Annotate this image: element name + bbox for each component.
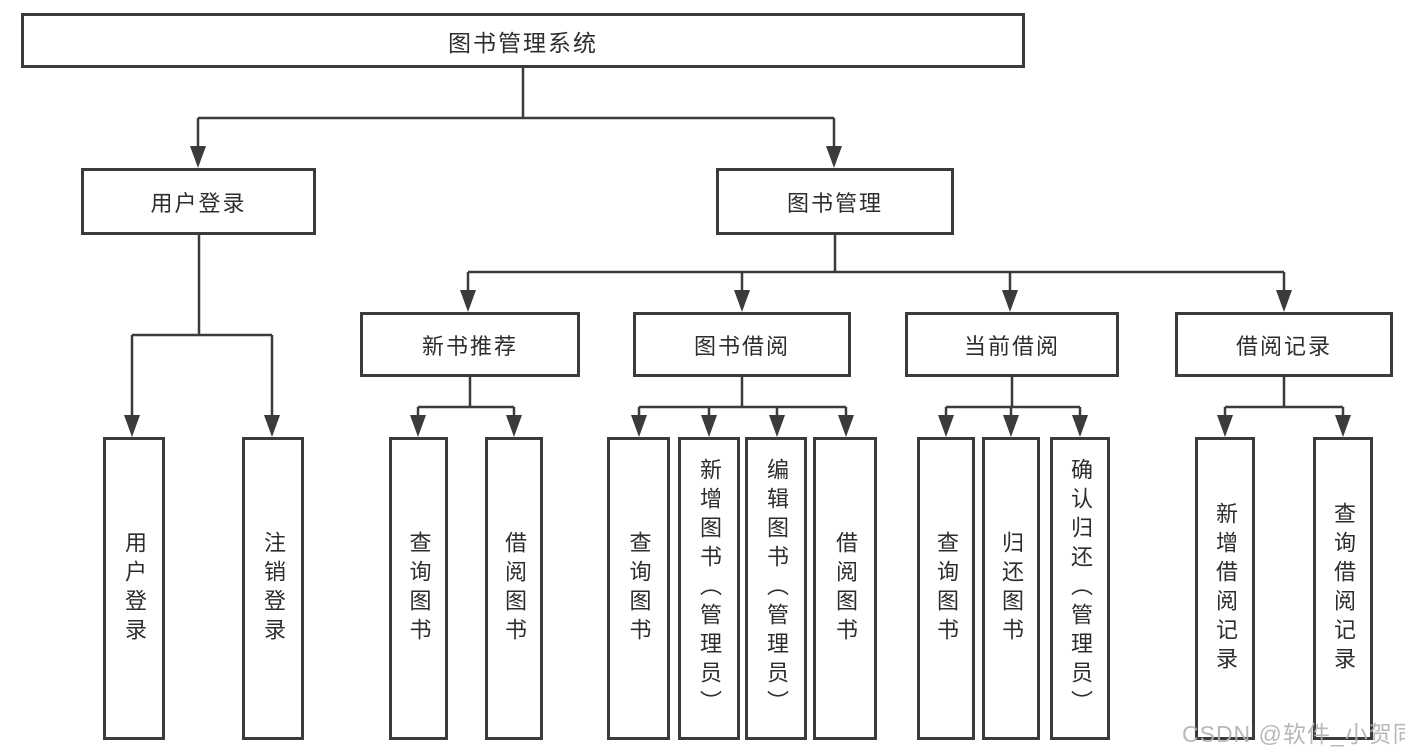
- leaf-add-books-admin-label: 新增图书（管理员）: [697, 458, 722, 719]
- leaf-user-login: 用户登录: [103, 437, 165, 740]
- leaf-query-borrow-record-label: 查询借阅记录: [1331, 501, 1356, 676]
- leaf-borrow-books-recommend: 借阅图书: [485, 437, 543, 740]
- leaf-add-borrow-record: 新增借阅记录: [1195, 437, 1255, 740]
- leaf-confirm-return-admin-label: 确认归还（管理员）: [1068, 458, 1093, 719]
- leaf-logout-label: 注销登录: [261, 530, 286, 647]
- node-user-login: 用户登录: [81, 168, 316, 235]
- leaf-user-login-label: 用户登录: [122, 530, 147, 647]
- leaf-borrow-books-label: 借阅图书: [833, 530, 858, 647]
- leaf-logout: 注销登录: [242, 437, 304, 740]
- node-current-borrowing: 当前借阅: [905, 312, 1119, 377]
- leaf-edit-books-admin: 编辑图书（管理员）: [745, 437, 807, 740]
- leaf-borrow-books-recommend-label: 借阅图书: [502, 530, 527, 647]
- leaf-borrow-books: 借阅图书: [813, 437, 877, 740]
- node-new-book-recommend: 新书推荐: [360, 312, 580, 377]
- leaf-edit-books-admin-label: 编辑图书（管理员）: [764, 458, 789, 719]
- leaf-return-books-label: 归还图书: [999, 530, 1024, 647]
- node-book-borrowing: 图书借阅: [633, 312, 851, 377]
- leaf-query-borrow-record: 查询借阅记录: [1313, 437, 1373, 740]
- csdn-watermark: CSDN @软件_小贺同学: [1182, 721, 1405, 747]
- node-book-management: 图书管理: [716, 168, 954, 235]
- leaf-query-books-recommend-label: 查询图书: [406, 530, 432, 647]
- leaf-query-books-current: 查询图书: [917, 437, 975, 740]
- leaf-query-books-borrowing-label: 查询图书: [626, 530, 652, 647]
- leaf-add-borrow-record-label: 新增借阅记录: [1213, 501, 1238, 676]
- leaf-return-books: 归还图书: [982, 437, 1040, 740]
- leaf-query-books-current-label: 查询图书: [934, 530, 959, 647]
- node-library-system: 图书管理系统: [21, 13, 1025, 68]
- leaf-add-books-admin: 新增图书（管理员）: [678, 437, 740, 740]
- leaf-query-books-borrowing: 查询图书: [607, 437, 670, 740]
- leaf-confirm-return-admin: 确认归还（管理员）: [1050, 437, 1110, 740]
- leaf-query-books-recommend: 查询图书: [389, 437, 448, 740]
- node-borrowing-records: 借阅记录: [1175, 312, 1393, 377]
